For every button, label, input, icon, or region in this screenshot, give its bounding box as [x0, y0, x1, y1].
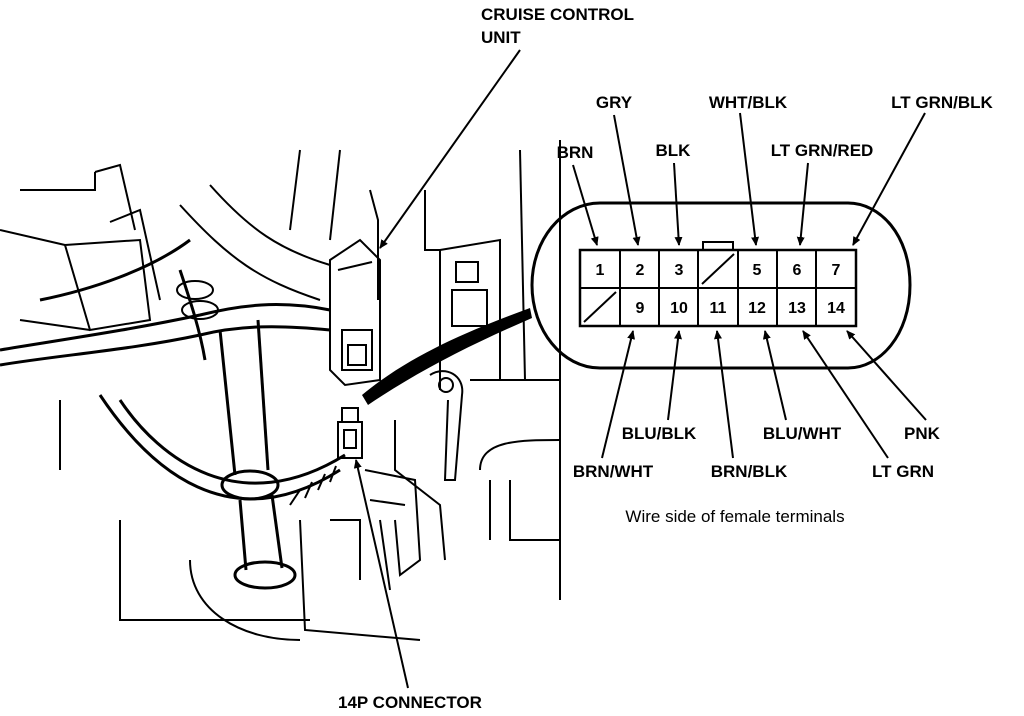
leader-w6 [796, 162, 809, 246]
pin-5: 5 [753, 262, 762, 279]
callout-leader [362, 308, 532, 405]
leader-w9 [601, 330, 635, 459]
connector-caption: Wire side of female terminals [625, 507, 844, 526]
leader-w11 [714, 330, 734, 459]
wire-label-w14: PNK [904, 424, 941, 443]
wire-label-w12: BLU/WHT [763, 424, 842, 443]
pin-2: 2 [636, 262, 645, 279]
leader-w12 [762, 330, 787, 421]
pin-6: 6 [793, 262, 802, 279]
connector-callout [530, 201, 912, 370]
pin-11: 11 [710, 300, 727, 317]
wire-label-w1: BRN [557, 143, 594, 162]
dashboard-illustration [0, 140, 561, 641]
wire-label-w3: BLK [656, 141, 692, 160]
pin-14: 14 [827, 300, 845, 317]
pin-13: 13 [788, 300, 806, 317]
wire-label-w10: BLU/BLK [622, 424, 697, 443]
wire-label-w5: WHT/BLK [709, 93, 788, 112]
leader-cruise-control-unit [379, 49, 521, 249]
leader-w10 [667, 330, 682, 421]
leader-w3 [673, 162, 683, 246]
cruise-control-unit-label-line1: CRUISE CONTROL [481, 5, 634, 24]
pin-10: 10 [670, 300, 688, 317]
leader-w14 [846, 330, 927, 421]
cruise-control-unit-label-line2: UNIT [481, 28, 521, 47]
leader-w13 [802, 330, 889, 459]
leader-w2 [613, 114, 641, 246]
pin-7: 7 [832, 262, 841, 279]
leader-w5 [739, 112, 760, 246]
wire-label-w6: LT GRN/RED [771, 141, 874, 160]
wire-label-w7: LT GRN/BLK [891, 93, 993, 112]
wire-label-w13: LT GRN [872, 462, 934, 481]
leader-14p-connector [353, 459, 409, 689]
connector-label: 14P CONNECTOR [338, 693, 482, 712]
pin-3: 3 [675, 262, 684, 279]
pin-12: 12 [748, 300, 766, 317]
pin-9: 9 [636, 300, 645, 317]
wire-label-w2: GRY [596, 93, 633, 112]
wire-label-w9: BRN/WHT [573, 462, 654, 481]
wire-label-w11: BRN/BLK [711, 462, 788, 481]
pin-1: 1 [596, 262, 605, 279]
leader-w7 [852, 112, 926, 246]
leader-w1 [572, 164, 599, 246]
